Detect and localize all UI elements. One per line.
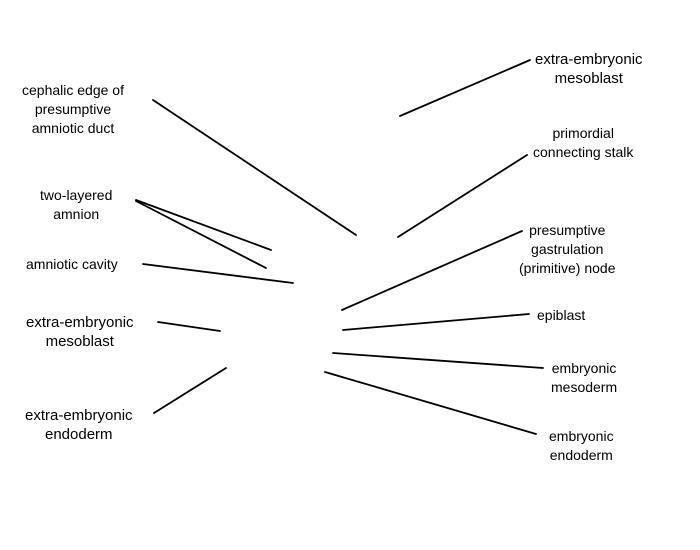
leader-line-epiblast: [342, 313, 530, 331]
label-line: extra-embryonic: [535, 51, 643, 68]
label-primordial-connecting-stalk: primordial connecting stalk: [533, 124, 633, 162]
label-two-layered-amnion: two-layered amnion: [40, 186, 112, 224]
leader-line-extra-embryonic-mesoblast-left: [157, 321, 221, 332]
label-presumptive-gastrulation-node: presumptive gastrulation (primitive) nod…: [519, 221, 615, 278]
label-line: gastrulation: [531, 241, 604, 257]
leader-line-extra-embryonic-endoderm: [153, 367, 227, 414]
label-line: mesoblast: [45, 333, 114, 350]
label-line: presumptive: [34, 101, 112, 117]
label-extra-embryonic-mesoblast-left: extra-embryonic mesoblast: [26, 313, 134, 351]
leader-line-primordial-connecting-stalk: [397, 154, 528, 238]
label-line: epiblast: [537, 307, 586, 323]
label-line: endoderm: [549, 447, 613, 463]
leader-line-embryonic-mesoderm: [332, 352, 544, 369]
label-line: embryonic: [549, 428, 614, 444]
leader-line-embryonic-endoderm: [324, 371, 537, 435]
label-embryonic-mesoderm: embryonic mesoderm: [551, 359, 617, 397]
label-amniotic-cavity: amniotic cavity: [26, 255, 118, 274]
label-line: amniotic duct: [31, 120, 115, 136]
label-epiblast: epiblast: [537, 306, 585, 325]
label-embryonic-endoderm: embryonic endoderm: [549, 427, 614, 465]
label-line: connecting stalk: [533, 144, 634, 160]
leader-line-amniotic-cavity: [142, 263, 294, 284]
leader-line-gastrulation-node: [341, 230, 523, 311]
label-line: amnion: [53, 206, 100, 222]
label-line: (primitive) node: [519, 260, 616, 276]
label-line: amniotic cavity: [26, 256, 118, 272]
label-line: extra-embryonic: [26, 314, 134, 331]
leader-line-two-layered-amnion-lower: [135, 200, 267, 269]
leader-line-cephalic-edge: [152, 99, 357, 236]
label-cephalic-edge-of-presumptive-amniotic-duct: cephalic edge of presumptive amniotic du…: [22, 81, 124, 138]
leader-line-two-layered-amnion-upper: [135, 199, 272, 251]
label-line: mesoblast: [554, 70, 623, 87]
label-line: endoderm: [45, 426, 113, 443]
label-line: embryonic: [551, 360, 617, 376]
label-line: mesoderm: [551, 379, 618, 395]
leader-line-extra-embryonic-mesoblast-right: [399, 59, 531, 117]
label-line: cephalic edge of: [22, 82, 124, 98]
label-line: primordial: [552, 125, 614, 141]
label-extra-embryonic-endoderm: extra-embryonic endoderm: [25, 406, 133, 444]
label-line: presumptive: [529, 222, 606, 238]
label-extra-embryonic-mesoblast-right: extra-embryonic mesoblast: [535, 50, 643, 88]
label-line: extra-embryonic: [25, 407, 133, 424]
label-line: two-layered: [40, 187, 113, 203]
